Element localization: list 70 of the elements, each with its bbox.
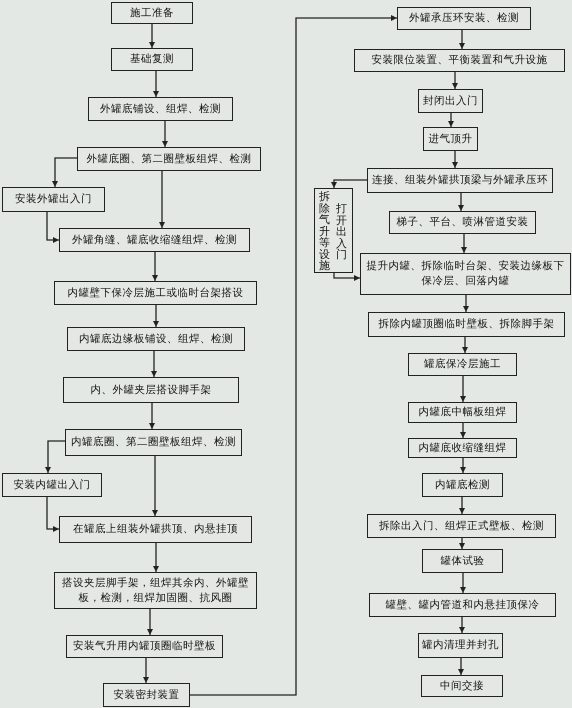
arrow xyxy=(152,252,158,281)
arrow xyxy=(460,573,466,593)
arrow xyxy=(459,538,465,549)
arrow xyxy=(452,72,458,89)
arrow xyxy=(153,71,159,97)
process-box: 内罐底边缘板铺设、组焊、检测 xyxy=(67,327,245,351)
process-box: 施工准备 xyxy=(111,2,193,24)
arrow xyxy=(458,658,464,675)
arrow xyxy=(153,543,159,572)
arrow xyxy=(460,458,466,473)
process-box: 罐体试验 xyxy=(422,549,503,573)
arrow xyxy=(461,234,467,253)
process-box: 内罐底检测 xyxy=(422,473,503,497)
arrow xyxy=(46,497,59,532)
arrow xyxy=(459,497,465,514)
process-box: 内、外罐夹层搭设脚手架 xyxy=(63,377,239,403)
arrow xyxy=(162,121,168,147)
process-box: 外罐角缝、罐底收缩缝组焊、检测 xyxy=(59,228,250,252)
process-box: 安装密封装置 xyxy=(103,683,190,707)
arrow xyxy=(333,273,360,281)
arrow xyxy=(143,658,149,683)
arrow xyxy=(190,15,397,696)
process-box: 封闭出入门 xyxy=(418,89,483,113)
arrow xyxy=(460,376,466,402)
process-box: 安装外罐出入门 xyxy=(2,187,105,212)
process-box: 在罐底上组装外罐拱顶、内悬挂顶 xyxy=(59,516,252,543)
process-box: 提升内罐、拆除临时台架、安装边缘板下保冷层、回落内罐 xyxy=(360,253,571,295)
process-box: 外罐底铺设、组焊、检测 xyxy=(88,97,233,121)
process-box: 进气顶升 xyxy=(423,127,478,151)
arrow xyxy=(151,351,157,377)
process-box: 中间交接 xyxy=(421,675,503,697)
arrow xyxy=(45,440,65,473)
process-box: 内罐底圈、第二圈壁板组焊、检测 xyxy=(65,429,242,456)
process-box: 梯子、平台、喷淋管道安装 xyxy=(389,211,536,234)
arrow xyxy=(460,423,466,438)
arrow xyxy=(152,456,158,516)
arrow xyxy=(46,212,59,243)
process-box: 连接、组装外罐拱顶梁与外罐承压环 xyxy=(367,168,553,193)
arrow xyxy=(52,157,77,187)
process-box: 内罐底收缩缝组焊 xyxy=(408,438,517,458)
arrow xyxy=(149,24,155,48)
arrow xyxy=(463,295,469,312)
arrow xyxy=(458,193,464,211)
box-label: 拆除气升等设施 xyxy=(319,191,330,272)
process-box: 安装限位装置、平衡装置和气升设施 xyxy=(354,49,565,72)
box-label: 打开出入门 xyxy=(336,203,347,260)
process-box: 外罐底圈、第二圈壁板组焊、检测 xyxy=(77,147,261,171)
arrow xyxy=(331,179,367,188)
process-box: 外罐承压环安装、检测 xyxy=(397,7,531,30)
arrow xyxy=(153,305,159,327)
arrow xyxy=(462,337,468,353)
process-box xyxy=(314,188,353,273)
arrow xyxy=(448,113,454,127)
process-box: 罐底保冷层施工 xyxy=(408,353,517,376)
process-box: 内罐壁下保冷层施工或临时台架搭设 xyxy=(54,281,257,305)
arrow xyxy=(147,609,153,635)
arrow xyxy=(159,171,165,228)
process-box: 安装内罐出入门 xyxy=(2,473,102,497)
process-box: 安装气升用内罐顶圈临时壁板 xyxy=(66,635,223,658)
process-box: 拆除出入门、组焊正式壁板、检测 xyxy=(367,514,556,538)
process-box: 基础复测 xyxy=(111,48,193,71)
process-box: 搭设夹层脚手架，组焊其余内、外罐壁板，检测，组焊加固圈、抗风圈 xyxy=(54,572,257,609)
process-box: 拆除内罐顶圈临时壁板、拆除脚手架 xyxy=(368,312,565,337)
arrow xyxy=(452,151,458,168)
process-box: 罐内清理并封孔 xyxy=(418,633,503,658)
process-box: 罐壁、罐内管道和内悬挂顶保冷 xyxy=(369,593,556,617)
arrow xyxy=(149,403,155,429)
process-box: 内罐底中幅板组焊 xyxy=(408,402,517,423)
arrow xyxy=(459,30,465,49)
arrow xyxy=(459,617,465,633)
